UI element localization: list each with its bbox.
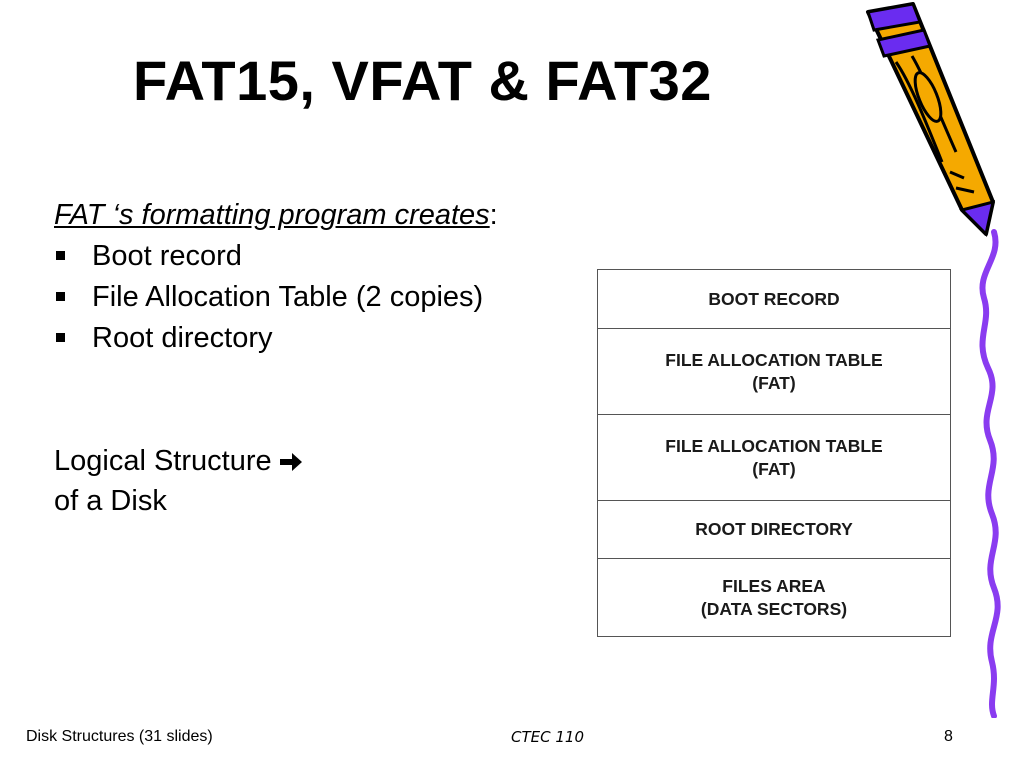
disk-section-label: FILE ALLOCATION TABLE	[665, 349, 883, 370]
slide-content: FAT ‘s formatting program creates: Boot …	[54, 195, 498, 521]
disk-section-sublabel: (DATA SECTORS)	[700, 598, 848, 619]
caption-text: Logical Structure	[54, 445, 272, 477]
bullet-text: File Allocation Table (2 copies)	[92, 281, 484, 313]
bullet-list: Boot record File Allocation Table (2 cop…	[54, 236, 498, 359]
list-item: Boot record	[54, 236, 498, 277]
intro-line: FAT ‘s formatting program creates:	[54, 195, 498, 236]
list-item: File Allocation Table (2 copies)	[54, 277, 498, 318]
bullet-text: Root directory	[92, 322, 273, 354]
bullet-square-icon	[56, 251, 65, 260]
disk-section-boot-record: BOOT RECORD	[598, 270, 950, 328]
disk-section-label: FILES AREA	[722, 575, 826, 596]
disk-section-label: ROOT DIRECTORY	[695, 519, 853, 539]
arrow-right-icon	[279, 453, 302, 472]
bullet-square-icon	[56, 333, 65, 342]
decorative-squiggle	[979, 229, 1001, 718]
caption-line-2: of a Disk	[54, 485, 167, 517]
intro-suffix: :	[489, 199, 498, 231]
disk-section-root-directory: ROOT DIRECTORY	[598, 500, 950, 558]
page-title: FAT15, VFAT & FAT32	[133, 49, 712, 112]
disk-section-fat-1: FILE ALLOCATION TABLE(FAT)	[598, 328, 950, 414]
footer-left: Disk Structures (31 slides)	[26, 728, 213, 745]
bullet-text: Boot record	[92, 240, 242, 272]
pencil-icon	[866, 2, 995, 238]
logical-structure-caption: Logical Structure of a Disk	[54, 441, 498, 521]
intro-emphasis: FAT ‘s formatting program creates	[54, 199, 490, 231]
disk-section-label: BOOT RECORD	[708, 288, 840, 309]
footer-center: CTEC 110	[511, 728, 584, 746]
list-item: Root directory	[54, 318, 498, 359]
bullet-square-icon	[56, 292, 65, 301]
caption-line-1: Logical Structure	[54, 441, 498, 481]
disk-section-sublabel: (FAT)	[752, 372, 796, 393]
slide-number: 8	[944, 728, 953, 745]
disk-section-fat-2: FILE ALLOCATION TABLE(FAT)	[598, 414, 950, 500]
disk-section-label: FILE ALLOCATION TABLE	[665, 435, 883, 456]
disk-structure-diagram: BOOT RECORD FILE ALLOCATION TABLE(FAT) F…	[597, 269, 951, 637]
disk-section-sublabel: (FAT)	[752, 458, 796, 479]
disk-section-files-area: FILES AREA(DATA SECTORS)	[598, 558, 950, 636]
